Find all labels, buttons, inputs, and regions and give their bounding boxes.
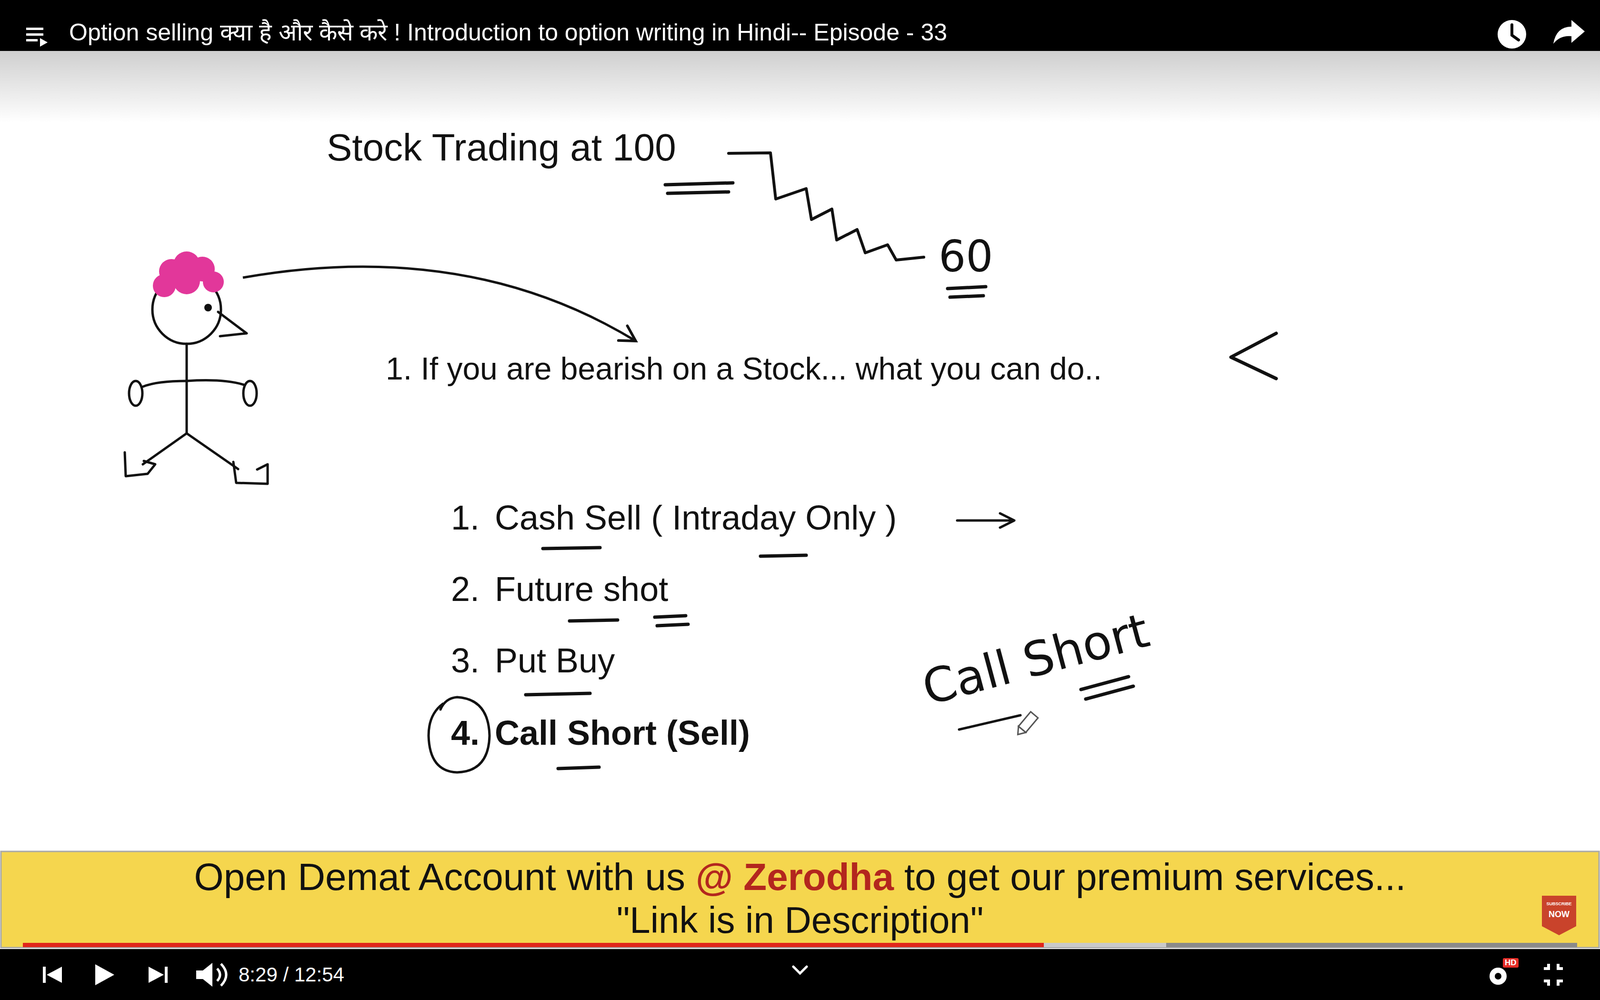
progress-buffer	[22, 942, 1167, 948]
question-text: 1. If you are bearish on a Stock... what…	[385, 350, 1102, 388]
control-bar	[0, 949, 1600, 1000]
banner-text: Open Demat Account with us	[193, 857, 686, 898]
pointer-arrow	[242, 266, 636, 341]
hd-badge: HD	[1502, 958, 1519, 968]
handwritten-note: Call Short	[913, 600, 1159, 718]
list-item: Call Short (Sell)	[494, 712, 750, 754]
pointer-mark	[1230, 333, 1277, 379]
pen-stroke	[959, 715, 1021, 730]
pencil-cursor	[1014, 711, 1039, 738]
time-display: 8:29 / 12:54	[238, 962, 345, 987]
title-bar	[0, 0, 1600, 51]
heading-text: Stock Trading at 100	[326, 124, 677, 171]
list-number: 3.	[450, 640, 480, 681]
progress-played	[22, 942, 1044, 948]
promo-banner	[0, 851, 1600, 948]
eye	[204, 303, 212, 312]
playlist-icon	[26, 27, 48, 47]
list-number: 4.	[450, 712, 480, 754]
price-drop-line	[728, 152, 924, 260]
circle-mark	[428, 697, 490, 773]
banner-brand: @ Zerodha	[695, 857, 894, 898]
right-arrow	[957, 513, 1015, 528]
badge-text: SUBSCRIBE	[1541, 901, 1577, 907]
list-item: Cash Sell ( Intraday Only )	[494, 497, 897, 539]
list-item: Put Buy	[494, 640, 615, 681]
price-label: 60	[938, 230, 994, 283]
top-shade	[0, 50, 1600, 123]
share-icon	[1553, 20, 1585, 44]
badge-text: NOW	[1541, 909, 1577, 920]
subscribe-badge	[1541, 895, 1577, 936]
progress-track	[22, 942, 1578, 948]
clock-icon	[1497, 20, 1527, 49]
banner-text: "Link is in Description"	[616, 900, 984, 940]
banner-text: to get our premium services...	[904, 857, 1407, 898]
list-item: Future shot	[494, 568, 669, 610]
stick-figure	[124, 275, 268, 484]
list-number: 1.	[450, 497, 480, 539]
video-title: Option selling क्या है और कैसे करे ! Int…	[69, 18, 948, 47]
player-controls	[42, 962, 1563, 987]
pink-hair	[152, 251, 224, 298]
list-number: 2.	[450, 568, 480, 610]
